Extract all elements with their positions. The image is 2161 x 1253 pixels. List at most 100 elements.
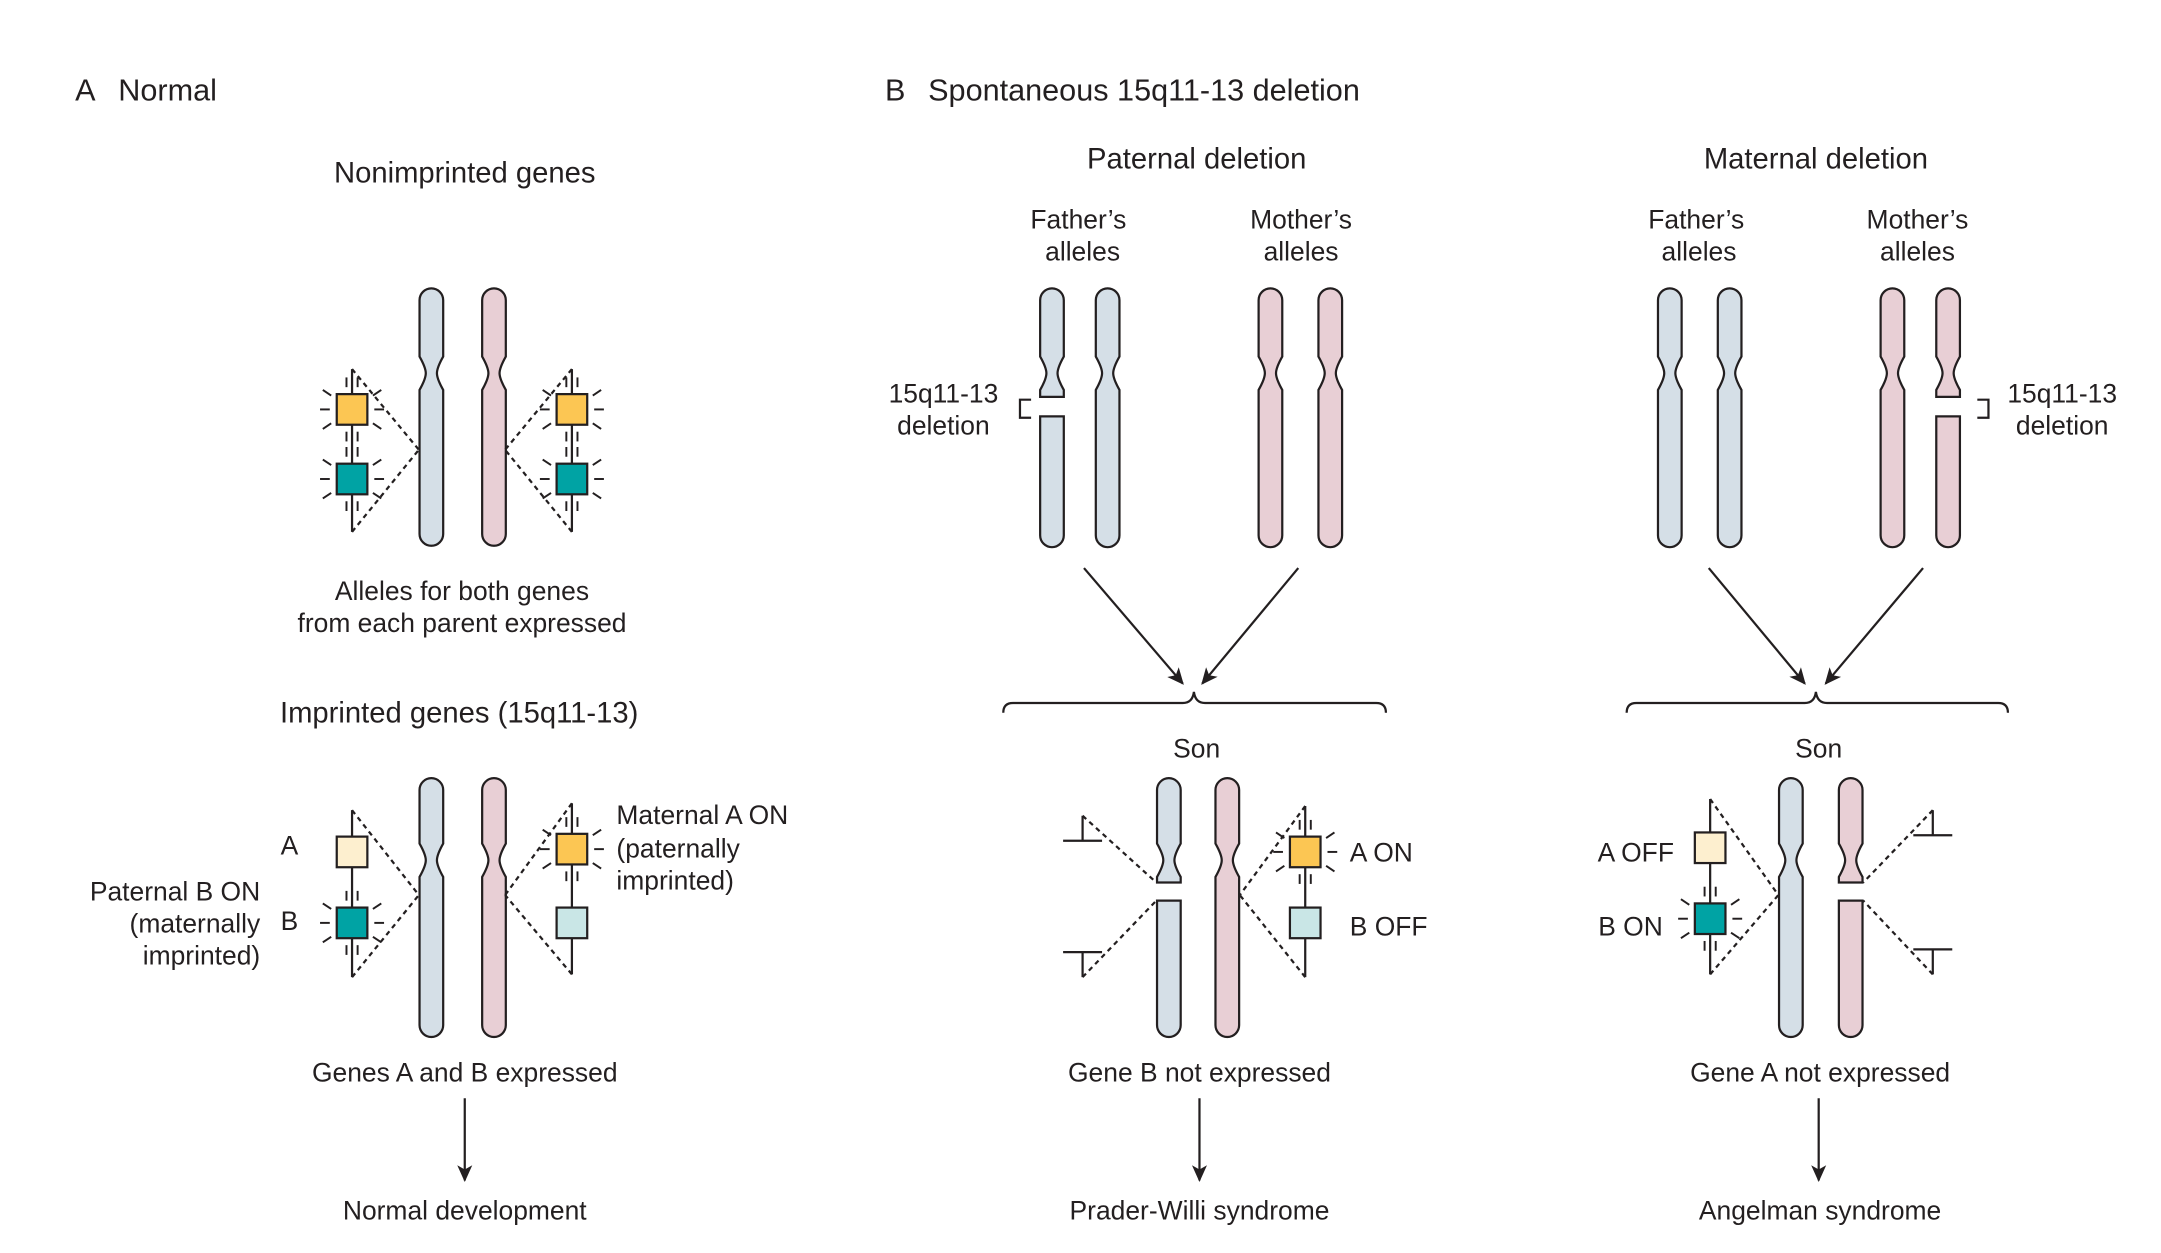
ray [592,492,602,500]
mother-chromosome [1879,287,1906,549]
expression-glow-icon [320,377,385,442]
son-gene-loci [1678,798,1953,976]
offspring-brace [1002,691,1388,713]
mother-chromosome-deleted-lower-arm [1935,415,1962,549]
expression-glow-icon [1273,819,1338,884]
mother-chromosome-deleted-upper-arm [1935,287,1962,399]
maternal-deletion-title: Maternal deletion [1704,144,1928,176]
nonimprinted-gene-loci [320,368,604,533]
maternal-gene-a-on [1288,835,1322,869]
arrow-from-father [1083,567,1184,685]
paternal-deletion-section: Paternal deletion Father’s alleles Mothe… [889,144,1428,1226]
ray [372,935,382,944]
arrow-from-mother [1824,567,1924,685]
gene-a-on-label: A ON [1350,838,1413,868]
paternal-chromosome [418,777,445,1039]
paternal-gene-a-off [335,835,369,869]
zoom-guide-line [1862,809,1934,884]
ray [372,458,382,466]
paternal-chromosome [418,287,445,547]
gene-a-label: A [281,831,299,861]
mothers-alleles-label: Mother’s [1867,205,1969,235]
mothers-alleles-label: Mother’s [1250,205,1352,235]
maternal-deletion-parent-chromosomes [1656,287,1962,549]
ray [372,492,382,500]
paternal-gene-b-on [1693,902,1727,936]
maternal-gene-a-on [555,832,589,866]
ray [542,828,552,837]
zoom-guide-line [1081,899,1158,978]
gene-a-not-expressed-caption: Gene A not expressed [1690,1058,1950,1088]
expression-glow-icon [320,446,385,512]
deletion-label-2: deletion [2016,410,2109,440]
father-chromosome [1094,287,1121,549]
ray [322,935,332,944]
mothers-alleles-label-2: alleles [1264,237,1339,267]
gene-b-on-label: B ON [1598,911,1663,941]
fathers-alleles-label-2: alleles [1045,237,1120,267]
panel-a-letter: A [75,74,96,108]
ray [1730,931,1740,940]
maternally-imprinted-note-2: imprinted) [143,941,260,971]
father-chromosome [1656,287,1683,549]
son-maternal-chromosome [1214,777,1241,1039]
outcome-normal-development: Normal development [343,1195,587,1225]
father-chromosome-deleted-upper-arm [1039,287,1065,399]
ray [322,422,332,430]
ray [322,492,332,500]
ray [542,458,552,466]
ray [542,492,552,500]
ray [1325,865,1335,873]
zoom-guide-line [1709,798,1780,896]
panel-b-letter: B [885,74,905,108]
expression-glow-icon [539,817,604,882]
son-label: Son [1173,733,1220,763]
son-paternal-chromosome [1777,777,1804,1039]
maternal-deletion-section: Maternal deletion Father’s alleles Mothe… [1598,144,2117,1226]
outcome-angelman: Angelman syndrome [1699,1195,1941,1225]
paternal-b-on-note: Paternal B ON [90,877,260,907]
fathers-alleles-label: Father’s [1030,205,1126,235]
paternal-gene-a-on [335,393,369,426]
ray [372,389,382,397]
son-gene-loci [1063,805,1338,978]
ray [372,422,382,430]
ray [1275,831,1285,839]
panel-b-title: Spontaneous 15q11-13 deletion [928,74,1360,108]
maternal-chromosome [481,777,507,1039]
ray [1325,831,1335,839]
son-maternal-chromosome-deleted-lower-arm [1837,899,1864,1039]
ray [542,389,552,397]
ray [1730,898,1740,906]
zoom-guide-line [1862,899,1934,976]
nonimprinted-caption-line1: Alleles for both genes [335,576,589,606]
gene-b-off-label: B OFF [1350,911,1428,941]
paternal-gene-b-on [335,906,369,940]
gene-a-off-label: A OFF [1598,838,1674,868]
mothers-alleles-label-2: alleles [1880,237,1955,267]
ray [592,422,602,430]
ray [322,458,332,466]
nonimprinted-caption-line2: from each parent expressed [297,608,626,638]
son-paternal-chromosome-deleted-upper-arm [1155,777,1182,884]
nonimprinted-chromosome-pair [418,287,507,547]
imprinted-title: Imprinted genes (15q11-13) [280,698,638,730]
ray [542,862,552,870]
imprinted-chromosome-pair [418,777,507,1039]
maternal-gene-b-on [555,462,589,496]
deletion-bracket [1018,398,1032,419]
paternal-deletion-parent-chromosomes [1039,287,1344,549]
fathers-alleles-label-2: alleles [1662,237,1737,267]
expression-glow-icon [539,377,604,442]
son-chromosomes [1777,777,1864,1039]
panel-b: B Spontaneous 15q11-13 deletion Paternal… [885,74,2117,1226]
paternally-imprinted-note: (paternally [616,833,740,863]
ray [1680,898,1690,906]
outcome-prader-willi: Prader-Willi syndrome [1070,1195,1330,1225]
zoom-guide-line [504,802,573,896]
maternally-imprinted-note: (maternally [130,909,261,939]
fathers-alleles-label: Father’s [1648,205,1744,235]
mother-chromosome [1257,287,1284,549]
father-chromosome-deleted-lower-arm [1039,415,1065,549]
